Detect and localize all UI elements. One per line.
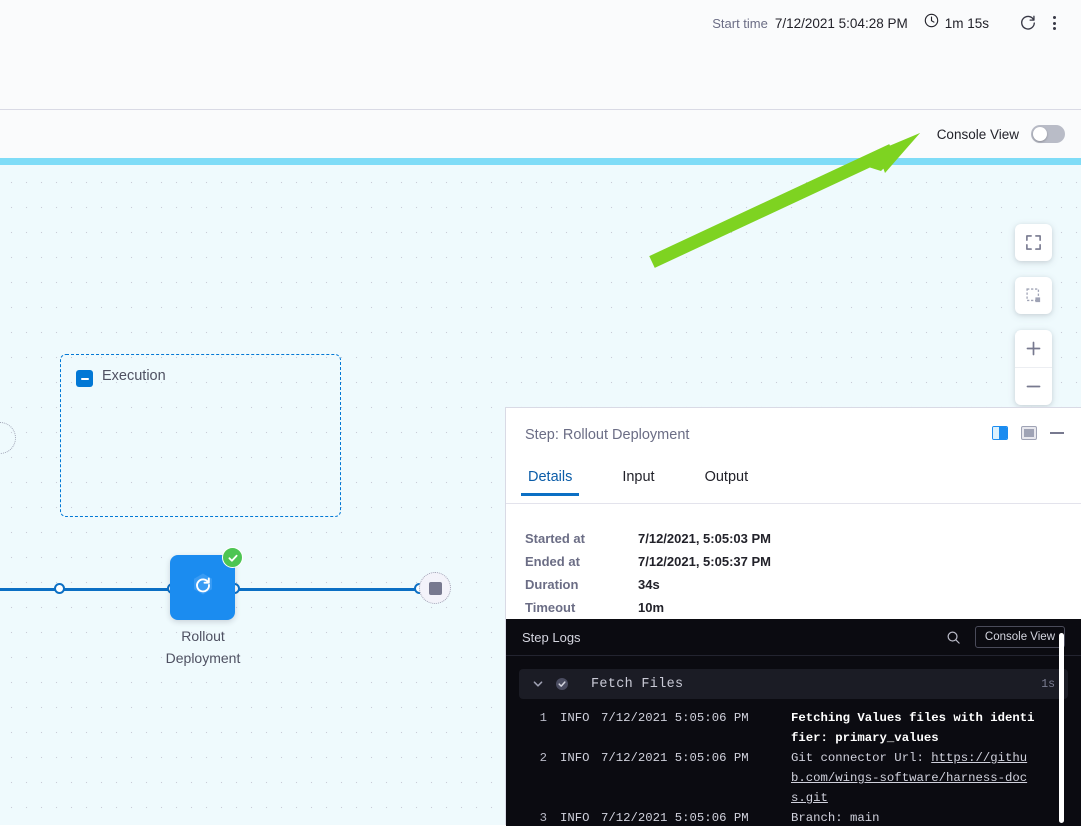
execution-meta: Start time 7/12/2021 5:04:28 PM 1m 15s <box>712 8 1067 38</box>
log-message-prefix: Git connector Url: <box>791 751 931 765</box>
zoom-to-selection-card <box>1015 277 1052 314</box>
start-time-label: Start time <box>712 16 768 31</box>
connector-line-left <box>0 588 170 591</box>
clock-icon <box>924 13 939 33</box>
log-lines[interactable]: 1 INFO 7/12/2021 5:05:06 PM Fetching Val… <box>506 699 1081 826</box>
console-view-group: Console View <box>937 125 1065 143</box>
end-node[interactable] <box>419 572 451 604</box>
log-section-name: Fetch Files <box>591 677 1041 692</box>
log-line-level: INFO <box>547 808 601 826</box>
step-panel-title: Step: Rollout Deployment <box>525 427 689 443</box>
search-icon[interactable] <box>946 630 961 645</box>
detail-row: Duration 34s <box>525 577 1081 592</box>
toggle-knob <box>1033 127 1047 141</box>
log-line-time: 7/12/2021 5:05:06 PM <box>601 748 791 808</box>
logs-console-view-button[interactable]: Console View <box>975 626 1065 648</box>
log-line-time: 7/12/2021 5:05:06 PM <box>601 808 791 826</box>
step-logs-title: Step Logs <box>522 630 946 645</box>
tab-output[interactable]: Output <box>702 463 752 496</box>
step-details-list: Started at 7/12/2021, 5:05:03 PM Ended a… <box>506 504 1081 623</box>
execution-collapse-icon[interactable] <box>76 370 93 387</box>
log-line-number: 3 <box>520 808 547 826</box>
log-line: 3 INFO 7/12/2021 5:05:06 PM Branch: main <box>506 808 1081 826</box>
log-line-level: INFO <box>547 748 601 808</box>
detail-value: 10m <box>638 600 664 615</box>
log-line-number: 2 <box>520 748 547 808</box>
rollout-deployment-icon <box>186 568 220 607</box>
console-view-toggle[interactable] <box>1031 125 1065 143</box>
more-vertical-icon[interactable] <box>1041 10 1067 36</box>
detail-value: 7/12/2021, 5:05:03 PM <box>638 531 771 546</box>
zoom-controls-card <box>1015 330 1052 405</box>
canvas-top-accent-bar <box>0 158 1081 165</box>
step-panel-tabs: Details Input Output <box>506 463 1081 504</box>
layout-full-view-icon[interactable] <box>1021 426 1037 440</box>
console-view-toolbar: Console View <box>0 110 1081 158</box>
console-view-label: Console View <box>937 127 1019 142</box>
detail-row: Started at 7/12/2021, 5:05:03 PM <box>525 531 1081 546</box>
chevron-down-icon[interactable] <box>532 678 544 690</box>
fit-to-screen-button[interactable] <box>1015 224 1052 261</box>
step-logs-header: Step Logs Console View <box>506 619 1081 656</box>
tab-input[interactable]: Input <box>619 463 657 496</box>
detail-key: Started at <box>525 531 638 546</box>
status-badge-success <box>222 547 243 568</box>
duration-value: 1m 15s <box>945 16 989 31</box>
log-line: 1 INFO 7/12/2021 5:05:06 PM Fetching Val… <box>506 708 1081 748</box>
connector-line-right <box>235 588 425 591</box>
detail-key: Duration <box>525 577 638 592</box>
zoom-out-button[interactable] <box>1015 367 1052 405</box>
log-line-time: 7/12/2021 5:05:06 PM <box>601 708 791 748</box>
rollout-deployment-node-label: Rollout Deployment <box>143 625 263 669</box>
detail-value: 7/12/2021, 5:05:37 PM <box>638 554 771 569</box>
step-panel-actions <box>992 426 1064 440</box>
log-section-duration: 1s <box>1041 678 1055 691</box>
detail-key: Timeout <box>525 600 638 615</box>
execution-group[interactable]: Execution <box>60 354 341 517</box>
log-line-level: INFO <box>547 708 601 748</box>
node-label-line1: Rollout <box>181 628 225 644</box>
log-line-message: Branch: main <box>791 808 1081 826</box>
detail-value: 34s <box>638 577 660 592</box>
log-line: 2 INFO 7/12/2021 5:05:06 PM Git connecto… <box>506 748 1081 808</box>
detail-row: Ended at 7/12/2021, 5:05:37 PM <box>525 554 1081 569</box>
canvas-controls <box>1015 224 1052 405</box>
node-label-line2: Deployment <box>166 650 241 666</box>
zoom-to-selection-button[interactable] <box>1015 277 1052 314</box>
refresh-icon[interactable] <box>1015 10 1041 36</box>
log-line-number: 1 <box>520 708 547 748</box>
step-panel-header: Step: Rollout Deployment <box>506 408 1081 463</box>
tab-details[interactable]: Details <box>525 463 575 496</box>
log-section-status-success-icon <box>555 677 569 691</box>
step-logs-panel: Step Logs Console View Fet <box>506 619 1081 826</box>
zoom-in-button[interactable] <box>1015 330 1052 367</box>
log-scrollbar[interactable] <box>1059 633 1064 823</box>
duration-group: 1m 15s <box>924 13 989 33</box>
stop-icon <box>429 582 442 595</box>
fit-to-screen-card <box>1015 224 1052 261</box>
minimize-icon[interactable] <box>1050 432 1064 434</box>
log-line-message: Fetching Values files with identifier: p… <box>791 708 1081 748</box>
execution-group-label: Execution <box>102 368 166 384</box>
detail-row: Timeout 10m <box>525 600 1081 615</box>
connector-dot-group-in <box>54 583 65 594</box>
log-line-message: Git connector Url: https://github.com/wi… <box>791 748 1081 808</box>
log-section-fetch-files[interactable]: Fetch Files 1s <box>519 669 1068 699</box>
top-header: Start time 7/12/2021 5:04:28 PM 1m 15s <box>0 0 1081 110</box>
layout-split-view-icon[interactable] <box>992 426 1008 440</box>
start-time-value: 7/12/2021 5:04:28 PM <box>775 16 908 31</box>
rollout-deployment-node[interactable] <box>170 555 235 620</box>
detail-key: Ended at <box>525 554 638 569</box>
step-details-panel: Step: Rollout Deployment Details Input O… <box>505 407 1081 825</box>
